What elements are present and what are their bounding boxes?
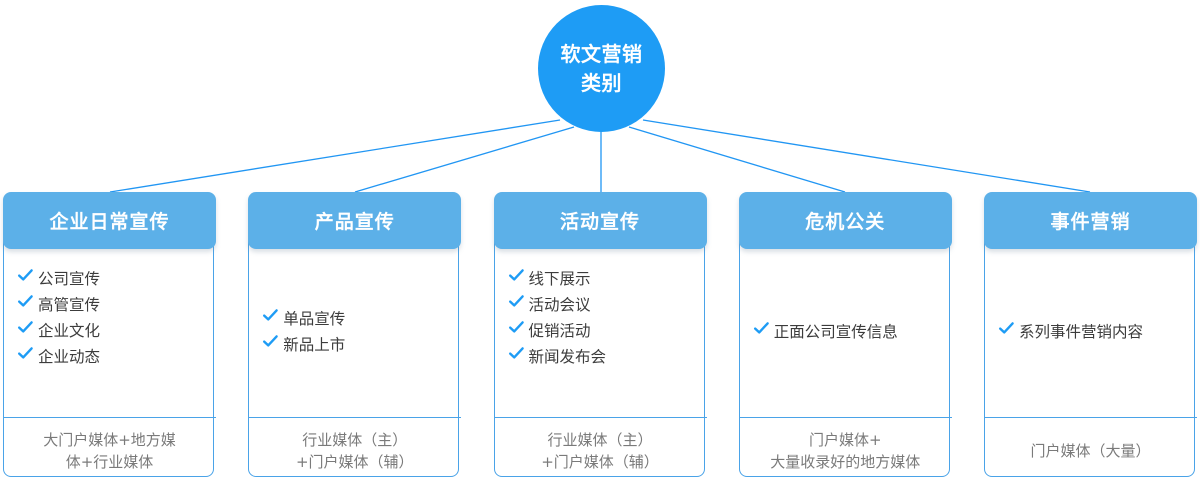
list-item[interactable]: 新品上市 <box>262 333 447 358</box>
card-frame <box>738 214 950 477</box>
list-item-label: 活动会议 <box>528 296 591 315</box>
list-item-label: 企业文化 <box>38 322 101 341</box>
list-item[interactable]: 公司宣传 <box>17 267 202 292</box>
root-node[interactable]: 软文营销 类别 <box>538 5 665 132</box>
card-footer-line: +门户媒体（辅） <box>295 453 414 471</box>
branch-card-activity[interactable]: 活动宣传 线下展示 活动会议 促销活动 <box>493 192 707 484</box>
card-body: 单品宣传 新品上市 <box>248 249 461 417</box>
card-footer-line: 行业媒体（主） <box>302 430 408 449</box>
card-body: 线下展示 活动会议 促销活动 新闻发布会 <box>494 249 707 417</box>
branch-card-product[interactable]: 产品宣传 单品宣传 新品上市 行业媒体（主） +门户媒体（辅） <box>248 192 462 484</box>
card-footer: 行业媒体（主） +门户媒体（辅） <box>493 417 707 484</box>
connector-line-4 <box>628 126 846 193</box>
list-item-label: 正面公司宣传信息 <box>773 322 898 341</box>
card-footer: 门户媒体+ 大量收录好的地方媒体 <box>738 417 952 484</box>
check-icon <box>17 345 34 362</box>
card-frame <box>3 214 214 477</box>
card-frame <box>984 214 1195 477</box>
check-icon <box>508 345 525 362</box>
branch-card-row: 企业日常宣传 公司宣传 高管宣传 企业文化 <box>3 192 1197 484</box>
check-icon <box>17 267 34 284</box>
card-header[interactable]: 产品宣传 <box>248 192 462 249</box>
list-item-label: 线下展示 <box>528 270 591 288</box>
list-item-label: 企业动态 <box>38 348 101 367</box>
list-item[interactable]: 系列事件营销内容 <box>998 320 1183 345</box>
branch-card-crisis-pr[interactable]: 危机公关 正面公司宣传信息 门户媒体+ 大量收录好的地方媒体 <box>738 192 952 484</box>
connector-line-1 <box>109 119 561 193</box>
card-footer-line: 行业媒体（主） <box>547 430 653 449</box>
card-footer-line: 门户媒体（大量） <box>1030 441 1151 460</box>
check-icon <box>17 319 34 336</box>
item-list: 公司宣传 高管宣传 企业文化 企业动态 <box>17 267 202 371</box>
item-list: 单品宣传 新品上市 <box>262 307 447 359</box>
item-list: 线下展示 活动会议 促销活动 新闻发布会 <box>508 267 693 371</box>
list-item-label: 促销活动 <box>528 322 591 341</box>
check-icon <box>508 319 525 336</box>
connector-line-2 <box>354 126 575 193</box>
card-frame <box>493 214 705 477</box>
card-header[interactable]: 危机公关 <box>738 192 952 249</box>
root-node-label-line-1: 软文营销 <box>560 41 643 66</box>
list-item[interactable]: 企业文化 <box>17 319 202 344</box>
item-list: 正面公司宣传信息 <box>753 320 938 346</box>
card-footer-line: 大门户媒体+地方媒 <box>43 430 176 449</box>
list-item-label: 新品上市 <box>283 336 346 354</box>
card-header[interactable]: 事件营销 <box>984 192 1197 249</box>
list-item[interactable]: 促销活动 <box>508 319 693 344</box>
list-item[interactable]: 高管宣传 <box>17 293 202 318</box>
list-item[interactable]: 企业动态 <box>17 345 202 370</box>
card-footer: 大门户媒体+地方媒 体+行业媒体 <box>3 417 216 484</box>
check-icon <box>262 333 279 350</box>
card-footer: 门户媒体（大量） <box>984 417 1197 484</box>
root-node-label-line-2: 类别 <box>581 70 622 95</box>
card-body: 正面公司宣传信息 <box>739 249 952 417</box>
check-icon <box>998 320 1015 337</box>
list-item-label: 公司宣传 <box>38 270 101 288</box>
card-footer-line: 门户媒体+ <box>808 430 882 449</box>
list-item-label: 新闻发布会 <box>528 348 607 367</box>
card-footer-line: 大量收录好的地方媒体 <box>770 453 921 471</box>
card-header[interactable]: 活动宣传 <box>493 192 707 249</box>
card-body: 系列事件营销内容 <box>984 249 1197 417</box>
card-body: 公司宣传 高管宣传 企业文化 企业动态 <box>3 249 216 417</box>
list-item[interactable]: 线下展示 <box>508 267 693 292</box>
card-header[interactable]: 企业日常宣传 <box>3 192 216 249</box>
item-list: 系列事件营销内容 <box>998 320 1183 346</box>
list-item-label: 高管宣传 <box>38 296 101 315</box>
check-icon <box>753 320 770 337</box>
list-item[interactable]: 新闻发布会 <box>508 345 693 370</box>
connector-line-5 <box>642 119 1091 193</box>
list-item[interactable]: 单品宣传 <box>262 307 447 332</box>
branch-card-event-marketing[interactable]: 事件营销 系列事件营销内容 门户媒体（大量） <box>984 192 1197 484</box>
list-item[interactable]: 活动会议 <box>508 293 693 318</box>
check-icon <box>262 307 279 324</box>
check-icon <box>17 293 34 310</box>
list-item[interactable]: 正面公司宣传信息 <box>753 320 938 345</box>
list-item-label: 系列事件营销内容 <box>1019 322 1144 341</box>
list-item-label: 单品宣传 <box>283 309 346 328</box>
card-footer: 行业媒体（主） +门户媒体（辅） <box>248 417 462 484</box>
check-icon <box>508 267 525 284</box>
branch-card-enterprise-daily[interactable]: 企业日常宣传 公司宣传 高管宣传 企业文化 <box>3 192 216 484</box>
check-icon <box>508 293 525 310</box>
card-footer-line: +门户媒体（辅） <box>541 453 659 471</box>
card-footer-line: 体+行业媒体 <box>65 453 154 471</box>
